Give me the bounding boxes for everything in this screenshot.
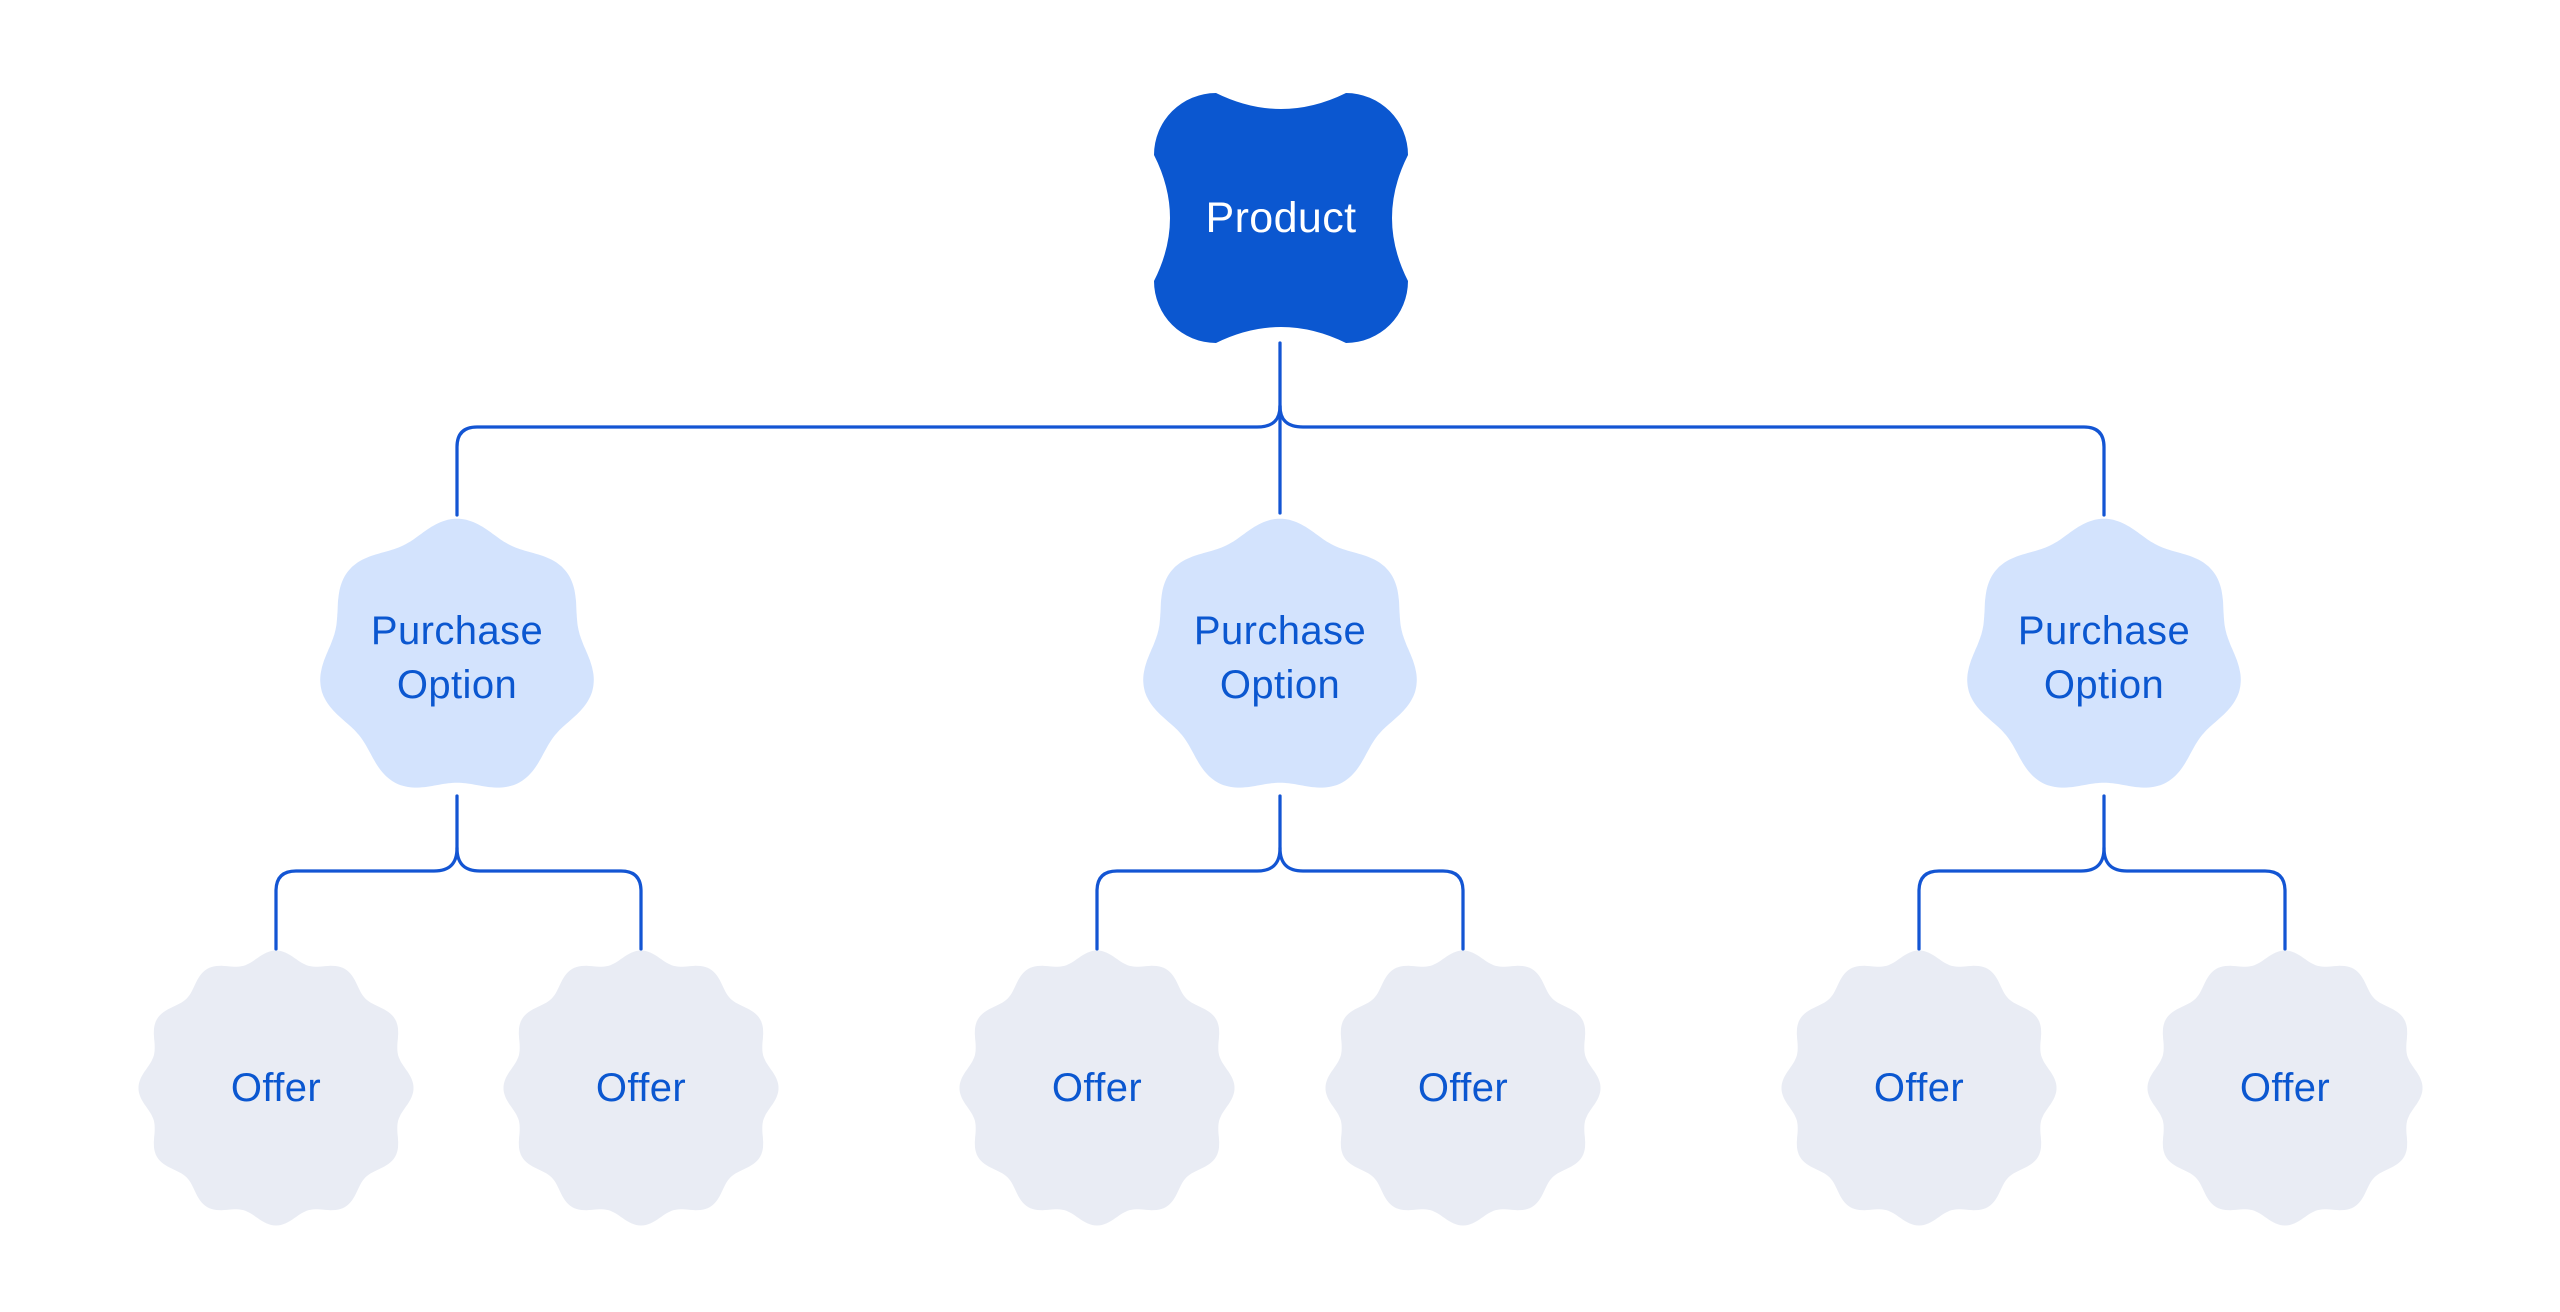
- offer-blob: [503, 950, 779, 1226]
- offer-blob: [959, 950, 1235, 1226]
- connector-group1-right: [455, 846, 643, 951]
- offer-label: Offer: [230, 1065, 322, 1110]
- connector-group2-right: [1278, 846, 1465, 951]
- offer-label: Offer: [595, 1065, 687, 1110]
- offer-blob: [2147, 950, 2423, 1226]
- connector-group2-left: [1095, 794, 1282, 951]
- purchase-option-label: Purchase Option: [1139, 517, 1421, 799]
- purchase-option-blob-shape: [1143, 518, 1417, 788]
- connector-group3-right: [2102, 846, 2287, 951]
- purchase-option-label: Purchase Option: [1963, 517, 2245, 799]
- purchase-option-blob: [1967, 518, 2241, 788]
- offer-label: Offer: [1873, 1065, 1965, 1110]
- purchase-option-blob: [320, 518, 594, 788]
- offer-blob-shape: [2147, 950, 2423, 1226]
- purchase-option-blob-shape: [1967, 518, 2241, 788]
- connector-level1-left: [455, 404, 1282, 517]
- offer-blob-shape: [1781, 950, 2057, 1226]
- offer-blob-shape: [1325, 950, 1601, 1226]
- offer-blob-shape: [959, 950, 1235, 1226]
- purchase-option-blob: [1143, 518, 1417, 788]
- purchase-option-label-line2: Option: [396, 663, 518, 707]
- purchase-option-blob-shape: [320, 518, 594, 788]
- purchase-option-label: Purchase Option: [316, 517, 598, 799]
- purchase-option-label-line2: Option: [1219, 663, 1341, 707]
- product-label: Product: [1205, 193, 1357, 242]
- product-node: Product: [1151, 88, 1411, 348]
- purchase-option-node-2: Purchase Option: [1139, 517, 1421, 799]
- purchase-option-label-line1: Purchase: [1193, 609, 1367, 653]
- product-blob: [1154, 93, 1408, 343]
- purchase-option-node-3: Purchase Option: [1963, 517, 2245, 799]
- offer-node-4: Offer: [1322, 947, 1604, 1229]
- offer-label: Offer: [2239, 1065, 2331, 1110]
- connector-group3-left: [1917, 794, 2106, 951]
- offer-blob: [1781, 950, 2057, 1226]
- connector-group1-left: [274, 794, 459, 951]
- offer-node-5: Offer: [1778, 947, 2060, 1229]
- offer-blob: [138, 950, 414, 1226]
- offer-blob-shape: [503, 950, 779, 1226]
- offer-label: Offer: [1417, 1065, 1509, 1110]
- offer-node-6: Offer: [2144, 947, 2426, 1229]
- purchase-option-label-line1: Purchase: [2017, 609, 2191, 653]
- connector-level1-right: [1278, 404, 2106, 517]
- offer-node-2: Offer: [500, 947, 782, 1229]
- offer-label: Offer: [1051, 1065, 1143, 1110]
- offer-blob: [1325, 950, 1601, 1226]
- offer-node-3: Offer: [956, 947, 1238, 1229]
- purchase-option-label-line1: Purchase: [370, 609, 544, 653]
- purchase-option-label-line2: Option: [2043, 663, 2165, 707]
- purchase-option-node-1: Purchase Option: [316, 517, 598, 799]
- product-blob-shape: [1154, 93, 1408, 343]
- offer-node-1: Offer: [135, 947, 417, 1229]
- offer-blob-shape: [138, 950, 414, 1226]
